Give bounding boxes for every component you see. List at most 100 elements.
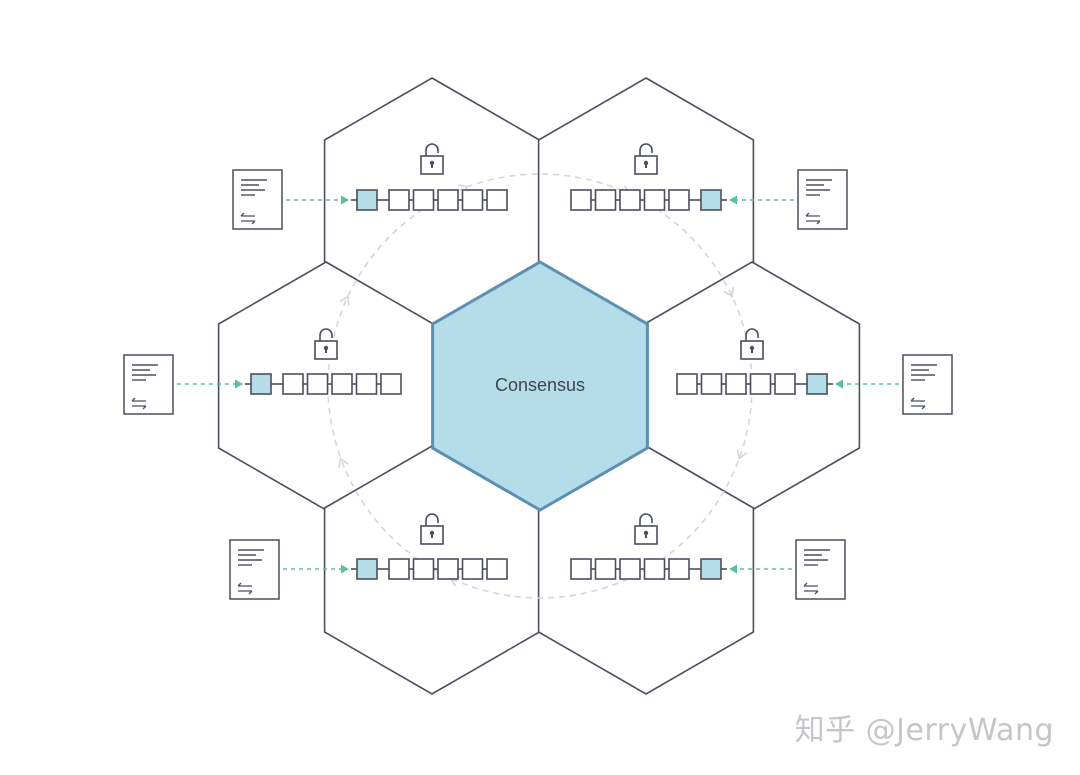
block — [388, 558, 410, 580]
block — [461, 558, 484, 580]
block — [676, 373, 698, 395]
node-content-layer — [123, 143, 953, 600]
new-block — [250, 373, 272, 395]
watermark: 知乎 @JerryWang — [794, 713, 1054, 748]
lock-icon — [420, 143, 444, 175]
feed-arrowhead — [341, 195, 349, 205]
blockchain — [570, 189, 727, 211]
block — [619, 189, 641, 211]
block — [306, 373, 329, 395]
lock-keyhole-slot — [645, 533, 647, 538]
document-icon — [229, 539, 280, 600]
block — [749, 373, 772, 395]
cycle-arrowhead-7 — [339, 295, 350, 306]
lock-shackle — [745, 328, 759, 341]
node-top-right — [570, 143, 848, 230]
swap-icon — [240, 212, 256, 225]
document-page — [232, 169, 283, 230]
block — [412, 558, 435, 580]
lock-shackle — [319, 328, 333, 341]
block — [668, 558, 690, 580]
new-block — [806, 373, 828, 395]
cycle-arrowhead-6 — [338, 457, 349, 468]
blockchain — [570, 558, 727, 580]
document-icon — [795, 539, 846, 600]
node-mid-right — [676, 328, 953, 415]
block — [643, 558, 666, 580]
block — [668, 189, 690, 211]
block — [355, 373, 378, 395]
feed-arrow — [835, 379, 899, 389]
lock-shackle — [639, 513, 653, 526]
block — [437, 189, 459, 211]
document-page — [123, 354, 174, 415]
block — [594, 189, 617, 211]
lock-icon — [314, 328, 338, 360]
block — [437, 558, 459, 580]
block — [388, 189, 410, 211]
lock-icon — [420, 513, 444, 545]
feed-arrow — [286, 195, 349, 205]
feed-arrow — [729, 564, 792, 574]
lock-keyhole-slot — [645, 163, 647, 168]
cycle-arrowhead-3 — [736, 449, 748, 460]
lock-shackle — [425, 143, 439, 156]
lock-icon — [634, 513, 658, 545]
document-icon — [902, 354, 953, 415]
blockchain — [351, 558, 508, 580]
document-icon — [232, 169, 283, 230]
block — [700, 373, 723, 395]
node-top-left — [232, 143, 508, 230]
feed-arrowhead — [729, 564, 737, 574]
block — [570, 189, 592, 211]
document-page — [902, 354, 953, 415]
feed-arrowhead — [729, 195, 737, 205]
block — [282, 373, 304, 395]
new-block — [700, 558, 722, 580]
consensus-hexagon — [431, 260, 649, 512]
document-icon — [123, 354, 174, 415]
consensus-hexagon-group: Consensus — [431, 260, 649, 512]
new-block — [356, 189, 378, 211]
consensus-label: Consensus — [495, 375, 585, 395]
swap-icon — [803, 582, 819, 595]
lock-shackle — [425, 513, 439, 526]
lock-shackle — [639, 143, 653, 156]
swap-icon — [805, 212, 821, 225]
new-block — [356, 558, 378, 580]
block — [380, 373, 402, 395]
lock-icon — [740, 328, 764, 360]
node-bottom-right — [570, 513, 846, 600]
lock-icon — [634, 143, 658, 175]
block — [461, 189, 484, 211]
blockchain — [676, 373, 833, 395]
blockchain — [245, 373, 402, 395]
block — [331, 373, 353, 395]
block — [486, 189, 508, 211]
lock-keyhole-slot — [431, 533, 433, 538]
feed-arrowhead — [235, 379, 243, 389]
document-page — [795, 539, 846, 600]
feed-arrowhead — [835, 379, 843, 389]
block — [594, 558, 617, 580]
block — [643, 189, 666, 211]
blockchain — [351, 189, 508, 211]
feed-arrow — [177, 379, 243, 389]
node-bottom-left — [229, 513, 508, 600]
swap-icon — [237, 582, 253, 595]
lock-keyhole-slot — [431, 163, 433, 168]
feed-arrowhead — [341, 564, 349, 574]
block — [619, 558, 641, 580]
block — [412, 189, 435, 211]
feed-arrow — [729, 195, 794, 205]
block — [486, 558, 508, 580]
document-page — [229, 539, 280, 600]
block — [774, 373, 796, 395]
cycle-arrowhead-2 — [723, 286, 735, 298]
node-mid-left — [123, 328, 402, 415]
document-icon — [797, 169, 848, 230]
feed-arrow — [283, 564, 349, 574]
block — [570, 558, 592, 580]
swap-icon — [131, 397, 147, 410]
